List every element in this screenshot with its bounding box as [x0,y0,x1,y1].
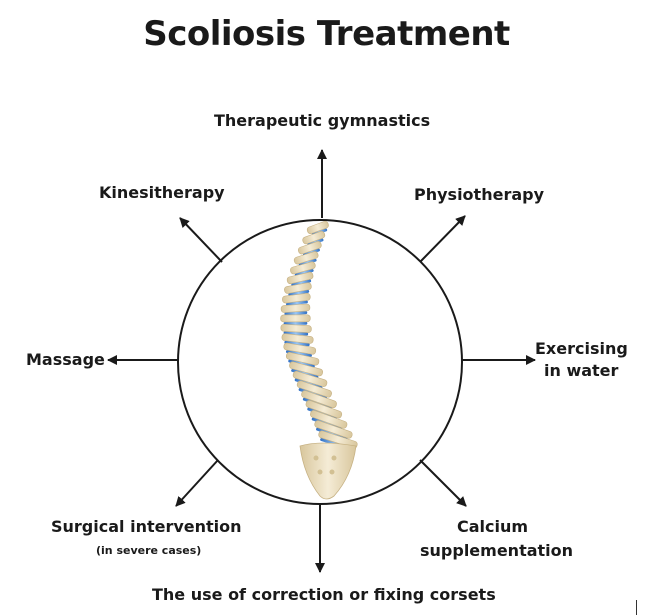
sacral-foramen [313,455,319,461]
vertebra [284,282,312,297]
vertebra [280,314,311,325]
diagram-title: Scoliosis Treatment [143,14,510,54]
label-therapeutic-gymnastics: Therapeutic gymnastics [214,111,431,130]
vertebra [282,293,311,306]
arrow-bottom-left [175,459,219,507]
vertebra [280,303,311,316]
arrow-bottom-right [419,459,467,507]
label-calcium-line2: supplementation [420,541,574,560]
label-severe-cases-note: (in severe cases) [96,544,202,557]
sacral-foramen [329,469,335,475]
arrows [107,149,536,573]
label-physiotherapy: Physiotherapy [414,185,545,204]
vertebra [283,342,317,357]
label-exercising-line2: in water [544,361,619,380]
divider-tick [636,600,637,615]
label-kinesitherapy: Kinesitherapy [99,183,225,202]
spine-illustration [280,221,358,500]
label-corsets: The use of correction or fixing corsets [152,585,496,604]
arrow-top-left [179,217,223,263]
vertebra [281,333,314,347]
label-calcium-line1: Calcium [457,517,529,536]
sacral-foramen [317,469,323,475]
sacral-foramen [331,455,337,461]
label-massage: Massage [26,350,105,369]
label-exercising-line1: Exercising [535,339,628,358]
arrow-top-right [419,215,466,263]
label-surgical-intervention: Surgical intervention [51,517,242,536]
